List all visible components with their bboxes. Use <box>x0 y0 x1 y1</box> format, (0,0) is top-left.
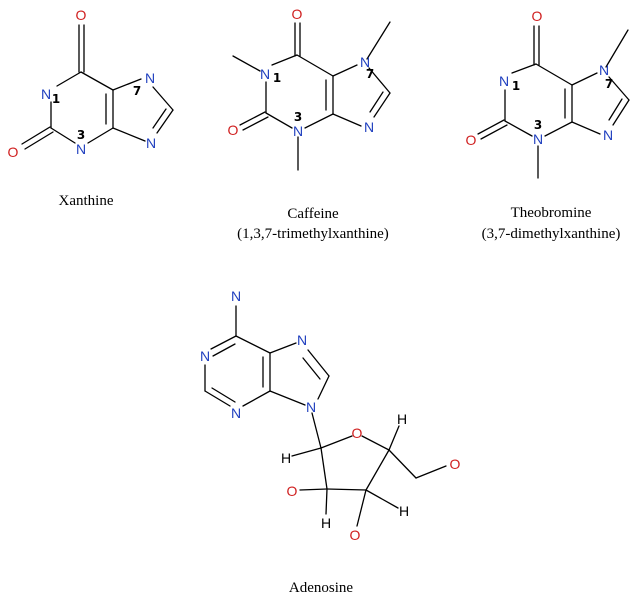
xanthine-position-7: 7 <box>133 84 141 98</box>
xanthine-n1: N <box>41 86 51 102</box>
xanthine-bonds <box>21 24 174 150</box>
theobromine-oxygen-c2: O <box>466 132 477 148</box>
xanthine-n7: N <box>145 70 155 86</box>
adenosine-ring-oxygen: O <box>352 425 363 441</box>
adenosine-amino-n: N <box>231 288 241 304</box>
caffeine-oxygen-c6: O <box>292 6 303 22</box>
adenosine-h-c2: H <box>321 515 331 531</box>
caffeine-n7: N <box>360 54 370 70</box>
theobromine-subtitle: (3,7-dimethylxanthine) <box>482 226 621 242</box>
theobromine-position-3: 3 <box>534 118 542 132</box>
theobromine-n7: N <box>599 62 609 78</box>
caffeine-position-1: 1 <box>273 71 281 85</box>
adenosine-oxygen-c5: O <box>450 456 461 472</box>
caffeine-n3: N <box>293 123 303 139</box>
caffeine-subtitle: (1,3,7-trimethylxanthine) <box>237 226 389 242</box>
theobromine-bonds <box>477 25 630 179</box>
xanthine-oxygen-c6: O <box>76 7 87 23</box>
caffeine-position-7: 7 <box>366 67 374 81</box>
adenosine-structure: N N N N N O H O H H O H O Adenosine <box>200 288 461 596</box>
adenosine-h-c3: H <box>399 503 409 519</box>
caffeine-n1: N <box>260 66 270 82</box>
caffeine-position-3: 3 <box>294 110 302 124</box>
adenosine-n1: N <box>200 348 210 364</box>
caffeine-oxygen-c2: O <box>228 122 239 138</box>
theobromine-position-1: 1 <box>512 79 520 93</box>
xanthine-structure: O N 1 N 3 N 7 N O Xanthine <box>8 7 174 209</box>
adenosine-caption: Adenosine <box>289 580 353 596</box>
adenosine-oxygen-c2: O <box>287 483 298 499</box>
theobromine-structure: O N 1 N 3 N 7 N O Theobromine (3,7-dimet… <box>466 8 630 242</box>
theobromine-n1: N <box>499 73 509 89</box>
theobromine-position-7: 7 <box>605 77 613 91</box>
caffeine-n9: N <box>364 119 374 135</box>
adenosine-bonds <box>204 305 447 527</box>
xanthine-oxygen-c2: O <box>8 144 19 160</box>
adenosine-h-c1: H <box>281 450 291 466</box>
xanthine-position-3: 3 <box>77 128 85 142</box>
xanthine-position-1: 1 <box>52 92 60 106</box>
caffeine-caption: Caffeine <box>287 206 339 222</box>
adenosine-h-c4: H <box>397 411 407 427</box>
caffeine-structure: O N 1 N 3 N 7 N O Caffeine (1,3,7-trimet… <box>228 6 391 242</box>
adenosine-n9: N <box>306 399 316 415</box>
xanthine-caption: Xanthine <box>59 193 114 209</box>
caffeine-bonds <box>232 21 391 171</box>
xanthine-n3: N <box>76 141 86 157</box>
theobromine-caption: Theobromine <box>511 205 592 221</box>
theobromine-n9: N <box>603 127 613 143</box>
adenosine-oxygen-c3: O <box>350 527 361 543</box>
adenosine-n7: N <box>297 332 307 348</box>
xanthine-n9: N <box>146 135 156 151</box>
theobromine-oxygen-c6: O <box>532 8 543 24</box>
theobromine-n3: N <box>533 131 543 147</box>
adenosine-n3: N <box>231 405 241 421</box>
